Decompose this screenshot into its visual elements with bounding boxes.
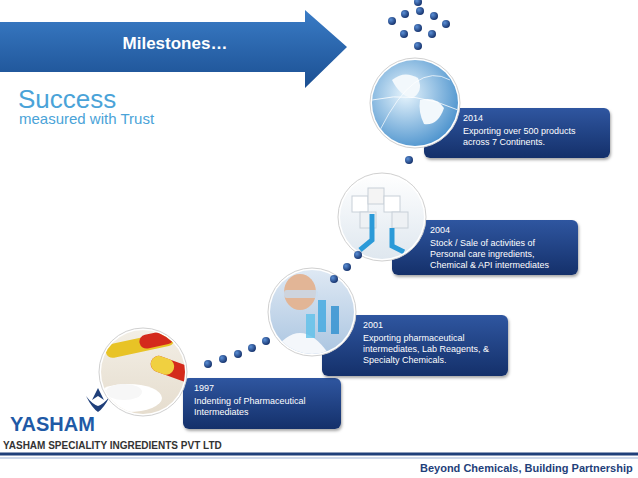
logo-wordmark: YASHAM: [10, 413, 95, 436]
globe-picture: [370, 58, 460, 148]
footer-slogan: Beyond Chemicals, Building Partnership: [420, 462, 633, 474]
slide-title: Milestones…: [60, 34, 290, 54]
timeline-dots: [204, 0, 450, 368]
tagline-subheading: measured with Trust: [19, 110, 154, 127]
milestone-year: 2014: [463, 113, 604, 124]
milestone-box: 1997Indenting of Pharmaceutical Intermed…: [183, 378, 341, 429]
footer-rule: [0, 458, 638, 459]
milestone-text: Stock / Sale of activities of Personal c…: [430, 238, 572, 271]
milestone-text: Exporting pharmaceutical intermediates, …: [363, 333, 502, 366]
milestone-year: 1997: [194, 383, 335, 394]
milestone-text: Indenting of Pharmaceutical Intermediate…: [194, 396, 335, 418]
footer-rule: [0, 453, 638, 456]
title-arrow: [0, 10, 347, 88]
milestone-text: Exporting over 500 products across 7 Con…: [463, 126, 604, 148]
milestone-year: 2004: [430, 225, 572, 236]
company-name: YASHAM SPECIALITY INGREDIENTS PVT LTD: [3, 440, 222, 451]
milestone-year: 2001: [363, 320, 502, 331]
